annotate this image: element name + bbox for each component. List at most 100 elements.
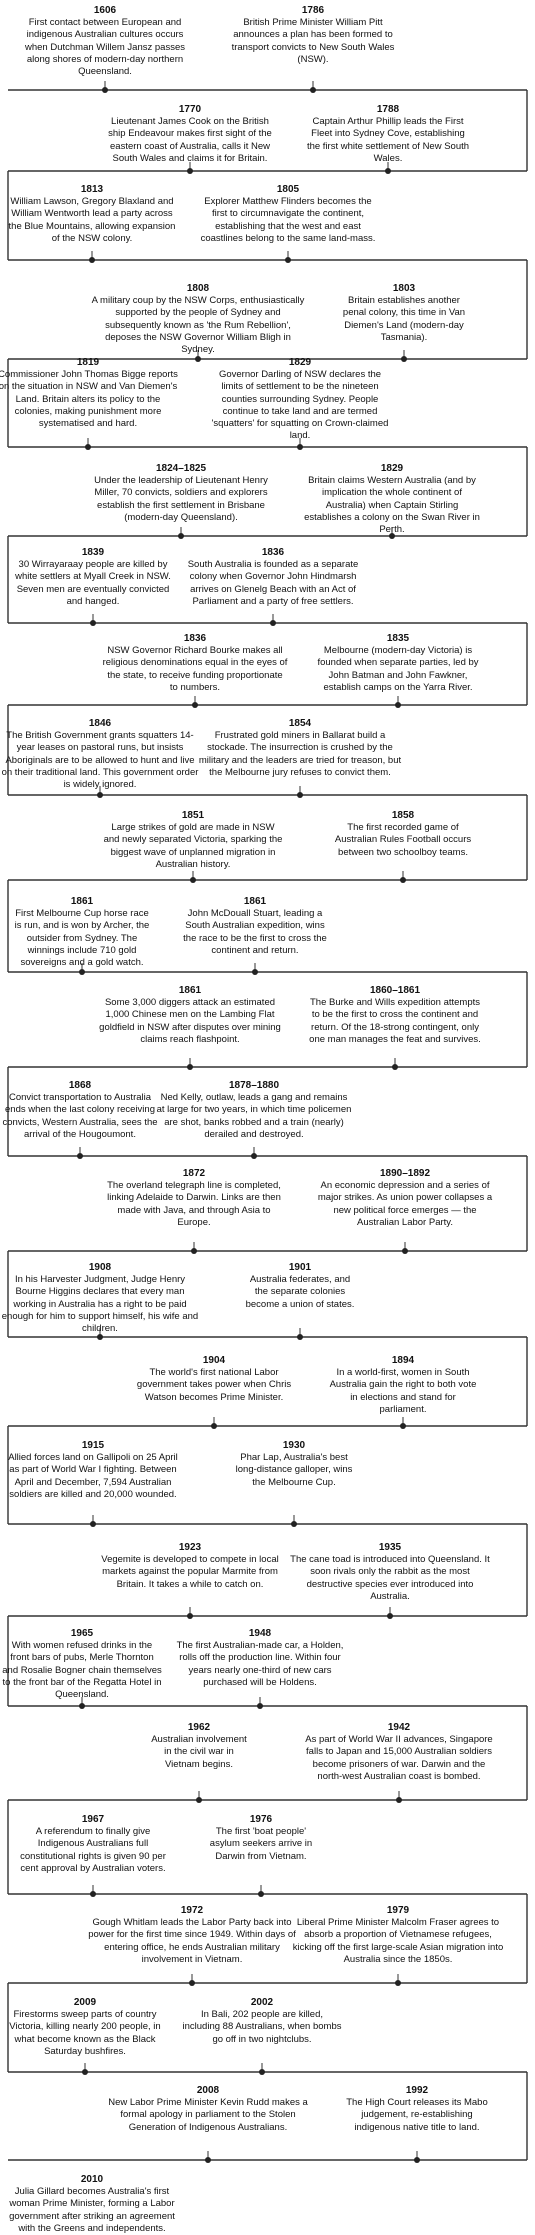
event-marker <box>291 1521 297 1527</box>
event-marker <box>90 1891 96 1897</box>
event-year: 2002 <box>250 1997 274 2008</box>
event-year: 1904 <box>202 1355 226 1366</box>
event-description: Australia federates, and the separate co… <box>245 1274 355 1310</box>
event-description: A military coup by the NSW Corps, enthus… <box>91 295 305 356</box>
event-year: 2009 <box>73 1997 97 2008</box>
event-year: 1915 <box>81 1440 105 1451</box>
event-description: In a world-first, women in South Austral… <box>329 1367 477 1415</box>
event-description: Vegemite is developed to compete in loca… <box>101 1554 279 1590</box>
event-description: The cane toad is introduced into Queensl… <box>290 1554 490 1602</box>
event-marker <box>400 1423 406 1429</box>
event-year: 1803 <box>392 283 416 294</box>
event-marker <box>189 1980 195 1986</box>
event-marker <box>97 792 103 798</box>
event-description: John McDouall Stuart, leading a South Au… <box>183 908 327 956</box>
event-description: Lieutenant James Cook on the British shi… <box>108 116 272 164</box>
event-year: 1835 <box>386 633 410 644</box>
event-description: The Burke and Wills expedition attempts … <box>309 997 481 1045</box>
event-year: 1948 <box>248 1628 272 1639</box>
event-year: 1967 <box>81 1814 105 1825</box>
event-description: Australian involvement in the civil war … <box>151 1734 247 1770</box>
event-description: Large strikes of gold are made in NSW an… <box>103 822 283 870</box>
event-year: 1860–1861 <box>369 985 421 996</box>
event-description: Commissioner John Thomas Bigge reports o… <box>0 369 178 430</box>
event-marker <box>195 356 201 362</box>
event-description: Ned Kelly, outlaw, leads a gang and rema… <box>156 1092 352 1140</box>
event-marker <box>297 444 303 450</box>
event-year: 1861 <box>70 896 94 907</box>
event-marker <box>187 1064 193 1070</box>
event-marker <box>251 1153 257 1159</box>
event-year: 1979 <box>386 1905 410 1916</box>
event-year: 1908 <box>88 1262 112 1273</box>
event-marker <box>211 1423 217 1429</box>
event-description: In his Harvester Judgment, Judge Henry B… <box>1 1274 199 1335</box>
event-marker <box>395 1980 401 1986</box>
event-description: Frustrated gold miners in Ballarat build… <box>198 730 402 778</box>
event-description: First Melbourne Cup horse race is run, a… <box>14 908 150 969</box>
event-description: 30 Wirrayaraay people are killed by whit… <box>15 559 171 607</box>
event-description: With women refused drinks in the front b… <box>2 1640 162 1701</box>
event-marker <box>90 620 96 626</box>
event-description: William Lawson, Gregory Blaxland and Wil… <box>8 196 176 244</box>
event-marker <box>191 1248 197 1254</box>
event-marker <box>297 792 303 798</box>
event-marker <box>297 1334 303 1340</box>
event-marker <box>178 533 184 539</box>
event-year: 1839 <box>81 547 105 558</box>
event-description: The High Court releases its Mabo judgeme… <box>346 2097 488 2133</box>
event-year: 1972 <box>180 1905 204 1916</box>
event-description: An economic depression and a series of m… <box>317 1180 493 1228</box>
event-marker <box>79 1703 85 1709</box>
event-description: The first Australian-made car, a Holden,… <box>176 1640 344 1688</box>
event-marker <box>259 2069 265 2075</box>
event-description: Allied forces land on Gallipoli on 25 Ap… <box>8 1452 178 1500</box>
event-marker <box>401 356 407 362</box>
event-year: 1935 <box>378 1542 402 1553</box>
event-description: Explorer Matthew Flinders becomes the fi… <box>200 196 376 244</box>
event-marker <box>400 877 406 883</box>
event-year: 1786 <box>301 5 325 16</box>
event-marker <box>258 1891 264 1897</box>
event-year: 1851 <box>181 810 205 821</box>
event-year: 1805 <box>276 184 300 195</box>
event-marker <box>395 702 401 708</box>
event-year: 1819 <box>76 357 100 368</box>
event-year: 1965 <box>70 1628 94 1639</box>
event-description: Captain Arthur Phillip leads the First F… <box>306 116 470 164</box>
event-year: 1861 <box>243 896 267 907</box>
event-year: 1890–1892 <box>379 1168 431 1179</box>
event-description: A referendum to finally give Indigenous … <box>20 1826 166 1874</box>
